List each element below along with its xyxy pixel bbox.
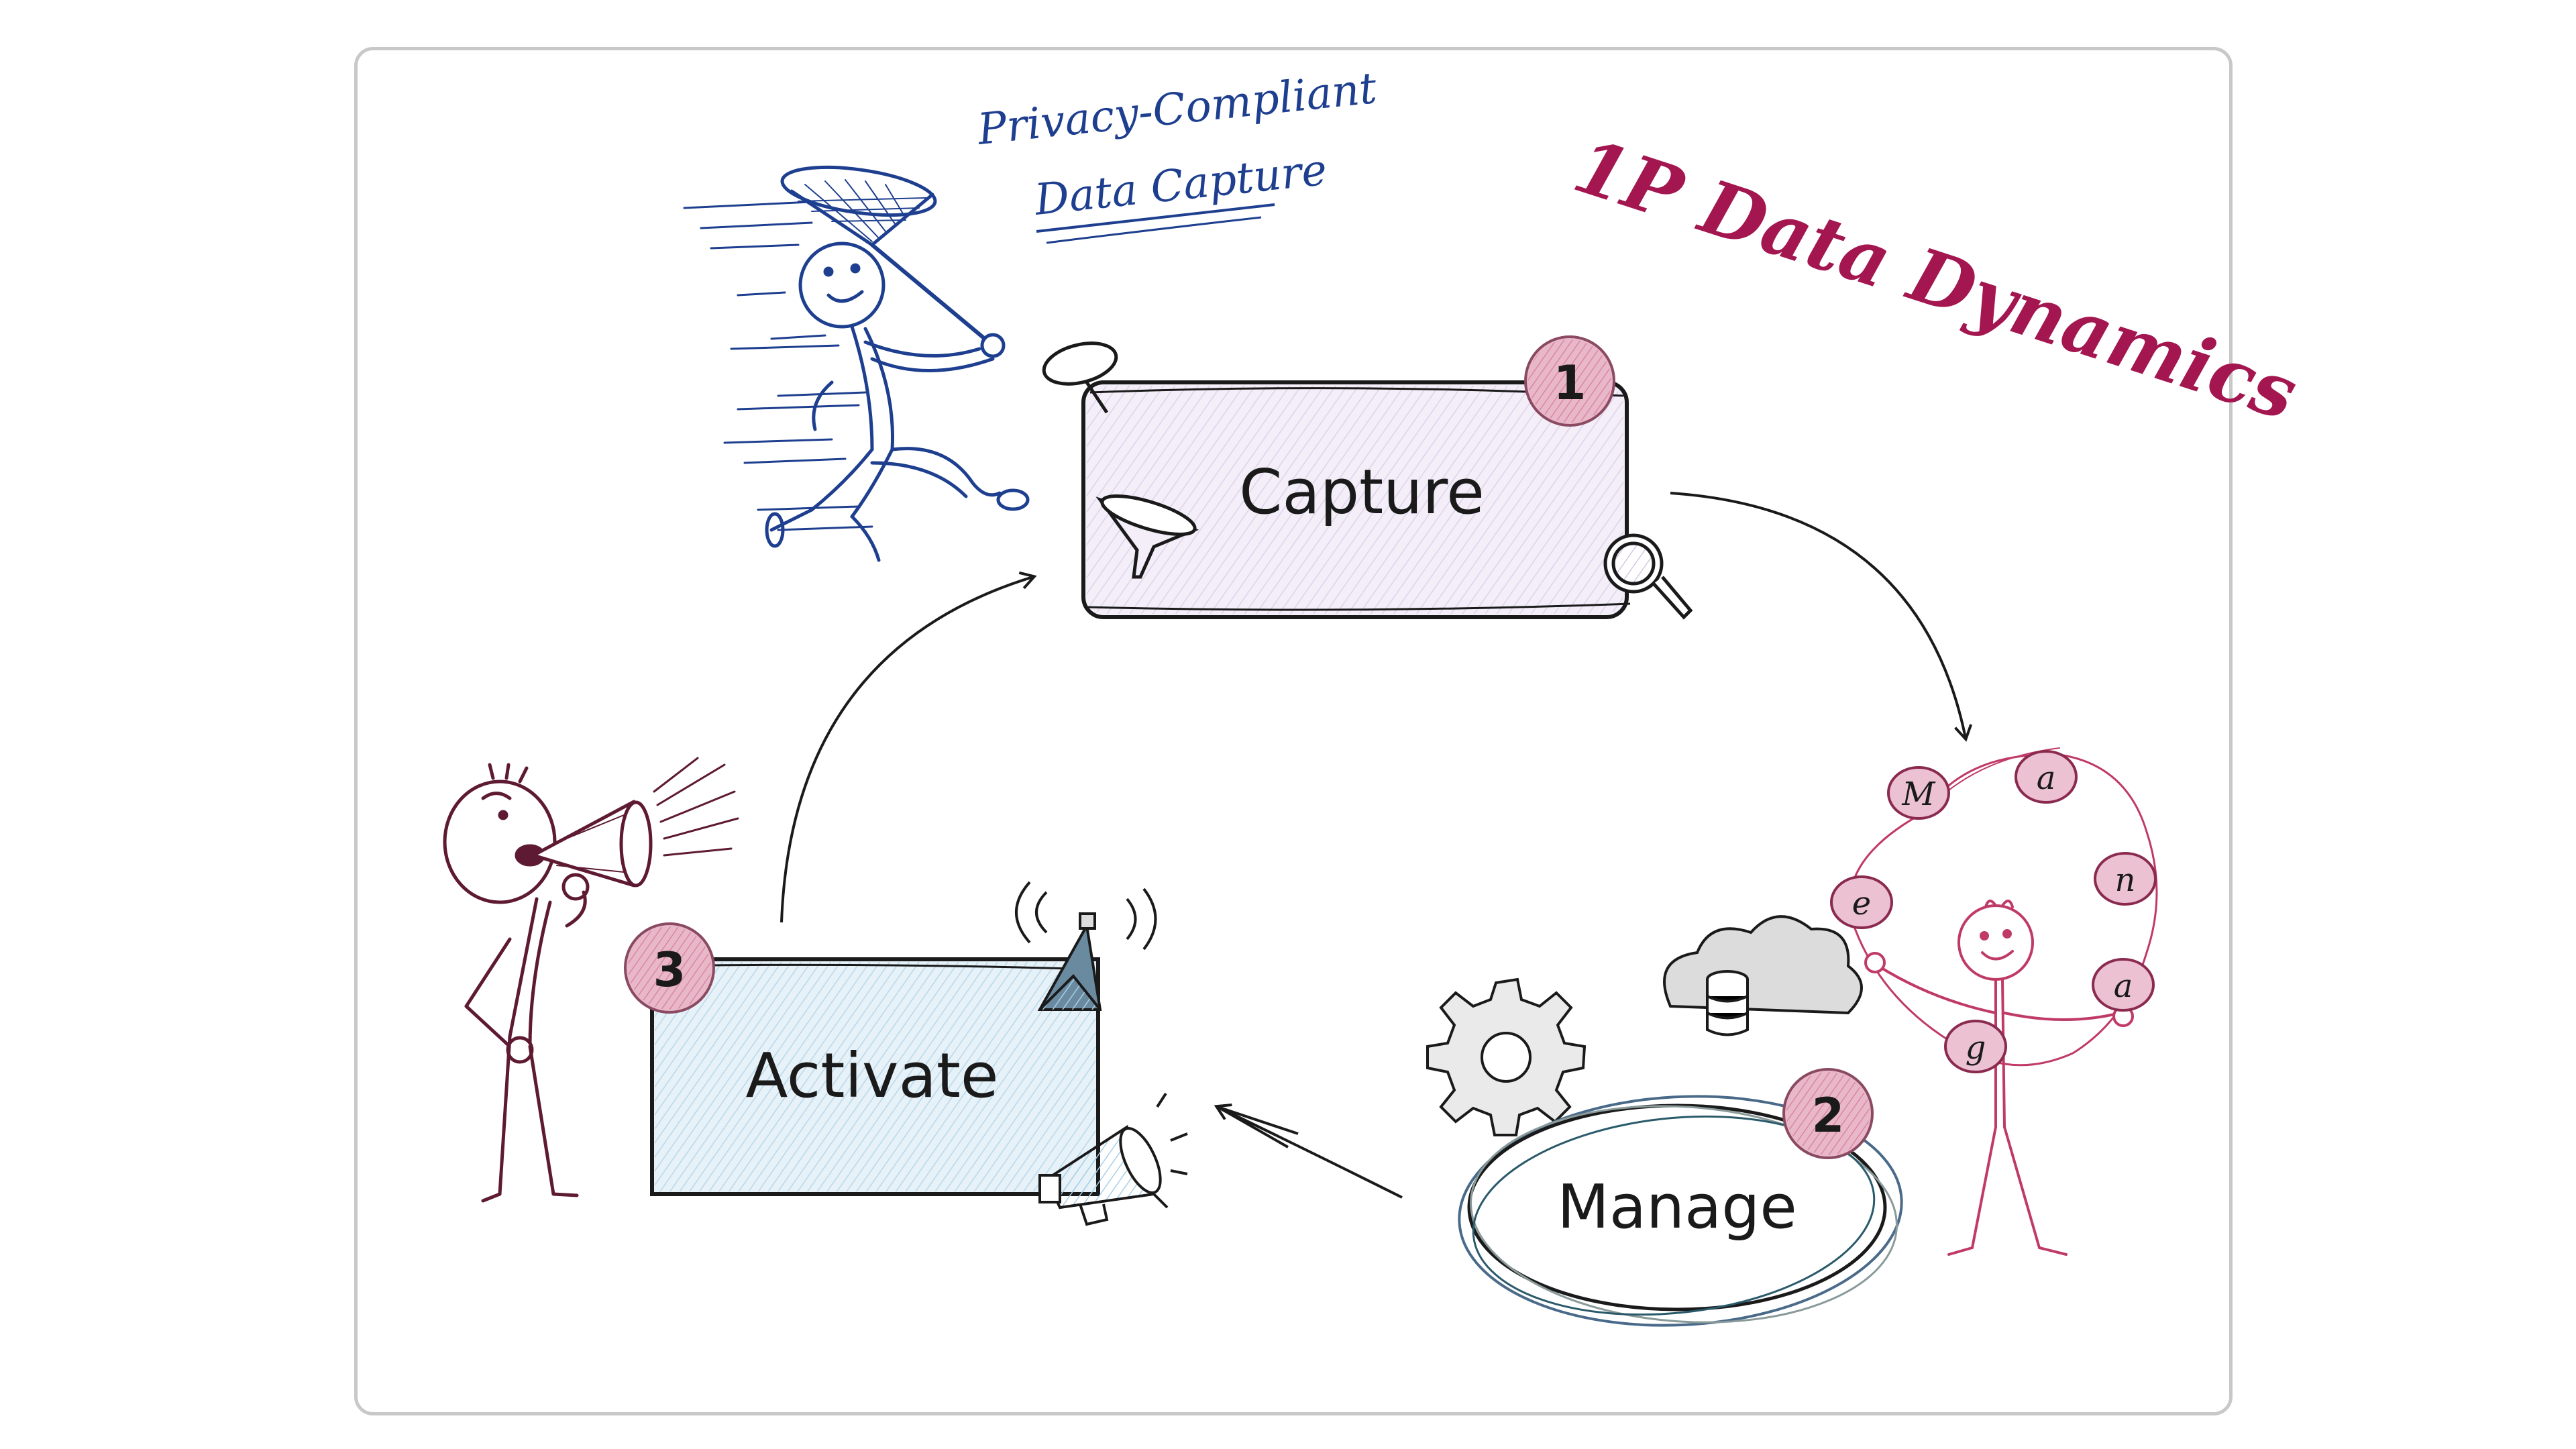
- activate-step: Activate 3: [624, 881, 1188, 1226]
- juggle-ball-3: n: [2094, 852, 2157, 906]
- step-number-1: 1: [1554, 356, 1587, 411]
- juggle-letter-1: M: [1901, 775, 1936, 813]
- juggle-letter-2: a: [2037, 759, 2056, 797]
- step-number-3: 3: [653, 943, 686, 998]
- juggle-ball-6: e: [1830, 875, 1893, 929]
- subtitle-line1: Privacy-Compliant: [975, 64, 1379, 155]
- diagram-title: 1P Data Dynamics: [1564, 122, 2307, 437]
- juggle-ball-2: a: [2015, 750, 2078, 804]
- magnifier-icon: [1603, 533, 1693, 620]
- step-badge-3: 3: [624, 922, 715, 1014]
- juggle-ball-4: a: [2092, 958, 2155, 1012]
- arrow-capture-to-manage: [1670, 492, 1973, 742]
- step-badge-2: 2: [1782, 1068, 1874, 1159]
- step-badge-1: 1: [1524, 335, 1615, 427]
- juggle-ball-1: M: [1887, 766, 1950, 820]
- title-text: 1P Data Dynamics: [1564, 122, 2307, 437]
- juggler-balls: M a n a g e: [1830, 750, 2157, 1073]
- activate-label: Activate: [745, 1040, 998, 1112]
- pin-icon: [1042, 341, 1118, 414]
- arrow-manage-to-activate: [1214, 1104, 1403, 1199]
- funnel-icon: [1095, 494, 1199, 579]
- capture-label: Capture: [1239, 456, 1485, 528]
- juggle-letter-3: n: [2115, 861, 2136, 899]
- person-with-megaphone: [443, 757, 739, 1203]
- juggle-letter-4: a: [2114, 967, 2133, 1005]
- flag-icon: [1015, 881, 1157, 1011]
- juggle-letter-5: g: [1966, 1029, 1986, 1067]
- juggle-letter-6: e: [1852, 885, 1871, 922]
- subtitle-line2: Data Capture: [1032, 146, 1330, 225]
- arrow-activate-to-capture: [780, 571, 1037, 923]
- juggle-ball-5: g: [1944, 1020, 2007, 1073]
- subtitle: Privacy-Compliant Data Capture: [975, 64, 1379, 244]
- step-number-2: 2: [1812, 1088, 1845, 1143]
- capture-step: Capture 1: [1042, 335, 1693, 620]
- gear-icon: [1426, 977, 1587, 1136]
- juggler: [1848, 747, 2158, 1256]
- manage-step: Manage 2: [1458, 1068, 1903, 1327]
- manage-label: Manage: [1557, 1172, 1797, 1242]
- runner-with-net: [683, 165, 1030, 562]
- megaphone-icon: [1038, 1092, 1188, 1226]
- cloud-database-icon: [1663, 915, 1863, 1036]
